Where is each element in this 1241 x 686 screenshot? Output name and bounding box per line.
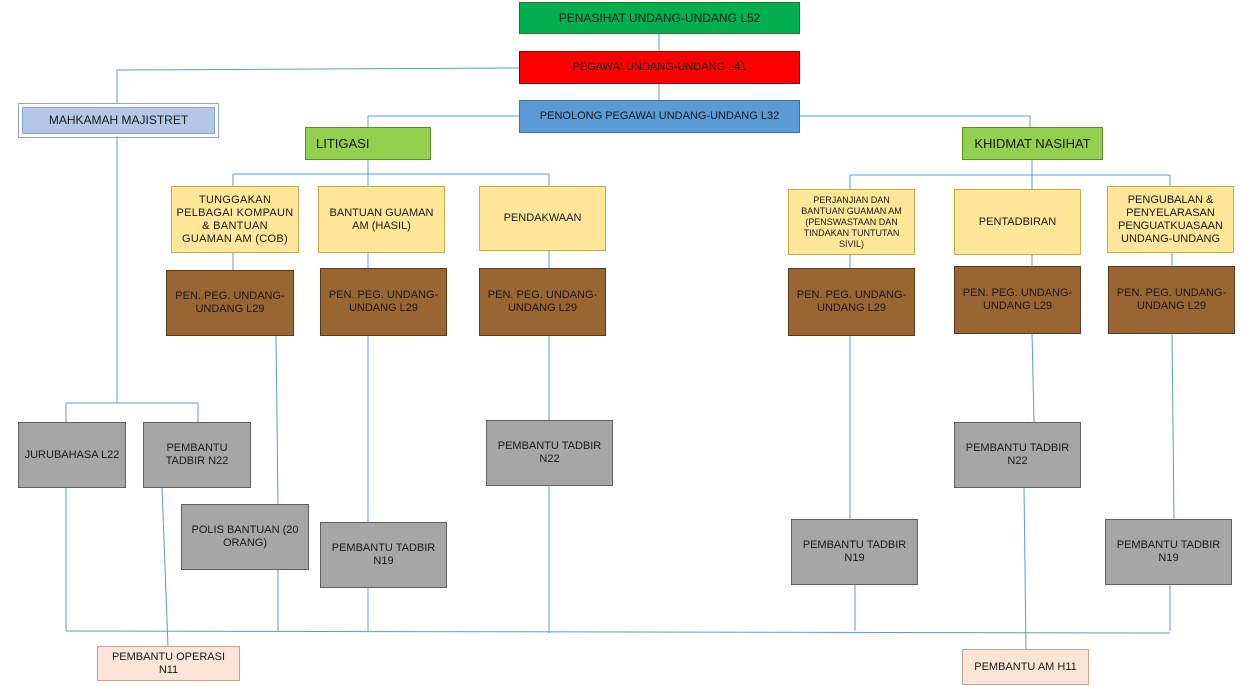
l29-bantuan-guaman-box: PEN. PEG. UNDANG-UNDANG L29: [320, 268, 447, 336]
pembantu-tadbir-n22-pentadbiran-box: PEMBANTU TADBIR N22: [954, 422, 1081, 488]
l29-perjanjian-box: PEN. PEG. UNDANG-UNDANG L29: [788, 268, 915, 336]
pembantu-am-box: PEMBANTU AM H11: [962, 649, 1089, 685]
pengubalan-unit-box: PENGUBALAN & PENYELARASAN PENGUATKUASAAN…: [1107, 186, 1234, 253]
l29-pengubalan-box: PEN. PEG. UNDANG-UNDANG L29: [1108, 266, 1235, 334]
pegawai-box: PEGAWAI UNDANG-UNDANG L41: [519, 51, 800, 84]
pendakwaan-unit-box: PENDAKWAAN: [479, 186, 606, 251]
pembantu-tadbir-n22-pendakwaan-box: PEMBANTU TADBIR N22: [486, 420, 613, 486]
perjanjian-unit-box: PERJANJIAN DAN BANTUAN GUAMAN AM (PENSWA…: [788, 189, 915, 255]
pembantu-tadbir-n19-litigasi-box: PEMBANTU TADBIR N19: [320, 522, 447, 588]
pembantu-tadbir-n19-perjanjian-box: PEMBANTU TADBIR N19: [791, 519, 918, 585]
l29-tunggakan-box: PEN. PEG. UNDANG-UNDANG L29: [166, 270, 294, 336]
pembantu-tadbir-n22-majistret-box: PEMBANTU TADBIR N22: [143, 422, 251, 488]
tunggakan-unit-box: TUNGGAKAN PELBAGAI KOMPAUN & BANTUAN GUA…: [171, 186, 299, 253]
l29-pentadbiran-box: PEN. PEG. UNDANG-UNDANG L29: [954, 266, 1081, 334]
jurubahasa-box: JURUBAHASA L22: [18, 422, 126, 488]
bantuan-guaman-unit-box: BANTUAN GUAMAN AM (HASIL): [318, 186, 445, 253]
l29-pendakwaan-box: PEN. PEG. UNDANG-UNDANG L29: [479, 268, 606, 336]
pentadbiran-unit-box: PENTADBIRAN: [954, 189, 1081, 255]
khidmat-nasihat-box: KHIDMAT NASIHAT: [962, 127, 1103, 160]
pembantu-tadbir-n19-pengubalan-box: PEMBANTU TADBIR N19: [1105, 519, 1232, 585]
mahkamah-majistret-box: MAHKAMAH MAJISTRET: [18, 103, 219, 138]
pembantu-operasi-box: PEMBANTU OPERASI N11: [97, 646, 240, 681]
penasihat-box: PENASIHAT UNDANG-UNDANG L52: [519, 2, 800, 34]
penolong-box: PENOLONG PEGAWAI UNDANG-UNDANG L32: [519, 100, 800, 133]
polis-bantuan-box: POLIS BANTUAN (20 ORANG): [181, 504, 309, 570]
litigasi-box: LITIGASI: [305, 127, 431, 160]
